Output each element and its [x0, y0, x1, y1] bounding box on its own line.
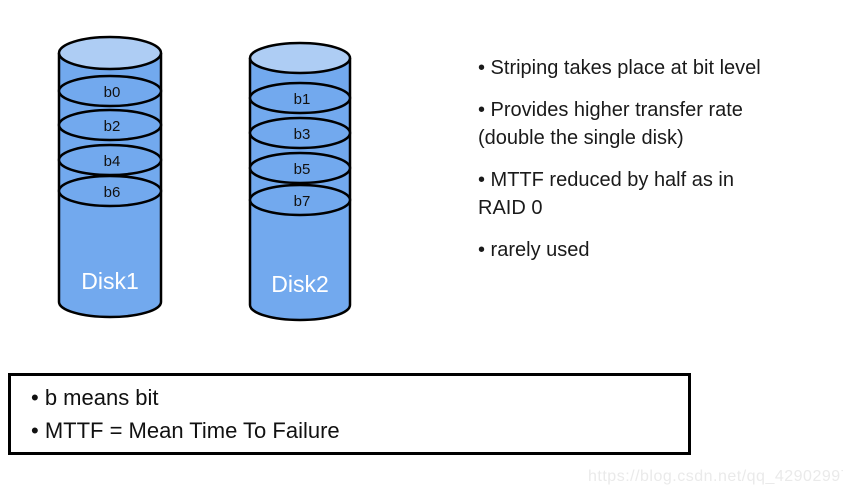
disk2-platter-b3-label: b3	[294, 126, 311, 143]
bullet-line: • rarely used	[478, 239, 590, 261]
bullet-list: • Striping takes place at bit level • Pr…	[478, 54, 828, 278]
bullet-line: (double the single disk)	[478, 127, 684, 149]
bullet-item-mttf: • MTTF reduced by half as in RAID 0	[478, 166, 828, 222]
disk2-platter-b3	[248, 116, 352, 150]
footnote-line-mttf-definition: • MTTF = Mean Time To Failure	[31, 418, 340, 443]
disk2-top-ellipse	[248, 41, 352, 75]
disk1-platter-b4-label: b4	[104, 153, 121, 170]
bullet-item-transfer-rate: • Provides higher transfer rate (double …	[478, 96, 828, 152]
disk1-platter-b0-label: b0	[104, 84, 121, 101]
disk1-platter-b6-label: b6	[104, 184, 121, 201]
disk1-top-ellipse	[57, 35, 163, 71]
footnote-box: • b means bit • MTTF = Mean Time To Fail…	[8, 373, 691, 455]
bullet-item-striping: • Striping takes place at bit level	[478, 54, 828, 82]
bullet-line: • MTTF reduced by half as in	[478, 169, 734, 191]
disk2-platter-b1	[248, 81, 352, 115]
disk2-name-label: Disk2	[271, 271, 329, 297]
disk1-platter-b2	[57, 108, 163, 142]
footnote-line-b-means-bit: • b means bit	[31, 385, 159, 410]
watermark-url: https://blog.csdn.net/qq_42902997	[588, 468, 843, 485]
disk2-platter-b7-label: b7	[294, 193, 311, 210]
disk2-platter-b7	[248, 183, 352, 217]
disk2-cylinder: b1 b3 b5 b7 Disk2	[248, 41, 352, 322]
bullet-line: • Striping takes place at bit level	[478, 57, 761, 79]
bullet-line: • Provides higher transfer rate	[478, 99, 743, 121]
disk1-platter-b2-label: b2	[104, 118, 121, 135]
disk2-platter-b5	[248, 151, 352, 185]
disk1-cylinder: b0 b2 b4 b6 Disk1	[57, 35, 163, 319]
disk2-platter-b1-label: b1	[294, 91, 311, 108]
disk1-name-label: Disk1	[81, 268, 139, 294]
bullet-line: RAID 0	[478, 197, 543, 219]
disk2-platter-b5-label: b5	[294, 161, 311, 178]
disk1-platter-b6	[57, 174, 163, 208]
bullet-item-rarely-used: • rarely used	[478, 236, 828, 264]
disk1-platter-b0	[57, 74, 163, 108]
